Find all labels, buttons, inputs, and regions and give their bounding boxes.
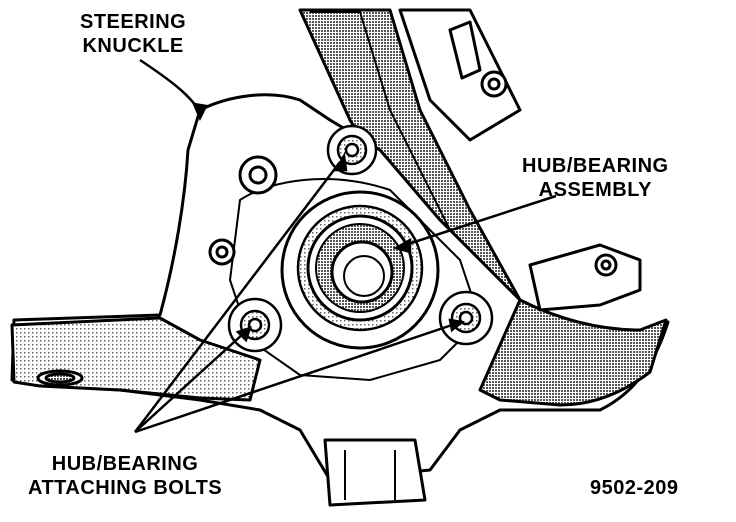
leader-lines: [134, 58, 557, 434]
steering-knuckle-line-1: STEERING: [80, 11, 187, 33]
hub-bearing-bolts-label: HUB/BEARING ATTACHING BOLTS: [28, 452, 222, 500]
leader-steering-knuckle: [139, 58, 202, 113]
hub-bearing-assembly-line-1: HUB/BEARING: [522, 155, 669, 177]
lower-right-arm: [478, 298, 668, 407]
leader-bolt-top: [134, 161, 341, 433]
hub-bearing-bolt-right: [438, 290, 494, 346]
figure-number: 9502-209: [590, 477, 679, 499]
leader-bolt-right: [134, 322, 456, 434]
hub-bearing-assembly-line-2: ASSEMBLY: [538, 179, 652, 201]
hub-bearing-assembly: [280, 190, 440, 350]
hub-bearing-bolts-line-1: HUB/BEARING: [51, 453, 199, 475]
bottom-lug: [323, 438, 427, 507]
steering-knuckle-line-2: KNUCKLE: [82, 35, 184, 57]
hub-bearing-bolts-line-2: ATTACHING BOLTS: [28, 477, 223, 499]
steering-knuckle-label: STEERING KNUCKLE: [80, 10, 186, 58]
leader-hub-bearing: [401, 194, 557, 248]
leader-bolt-left: [134, 332, 245, 433]
hub-bearing-bolt-left: [227, 297, 283, 353]
hub-bearing-assembly-label: HUB/BEARING ASSEMBLY: [522, 154, 669, 202]
